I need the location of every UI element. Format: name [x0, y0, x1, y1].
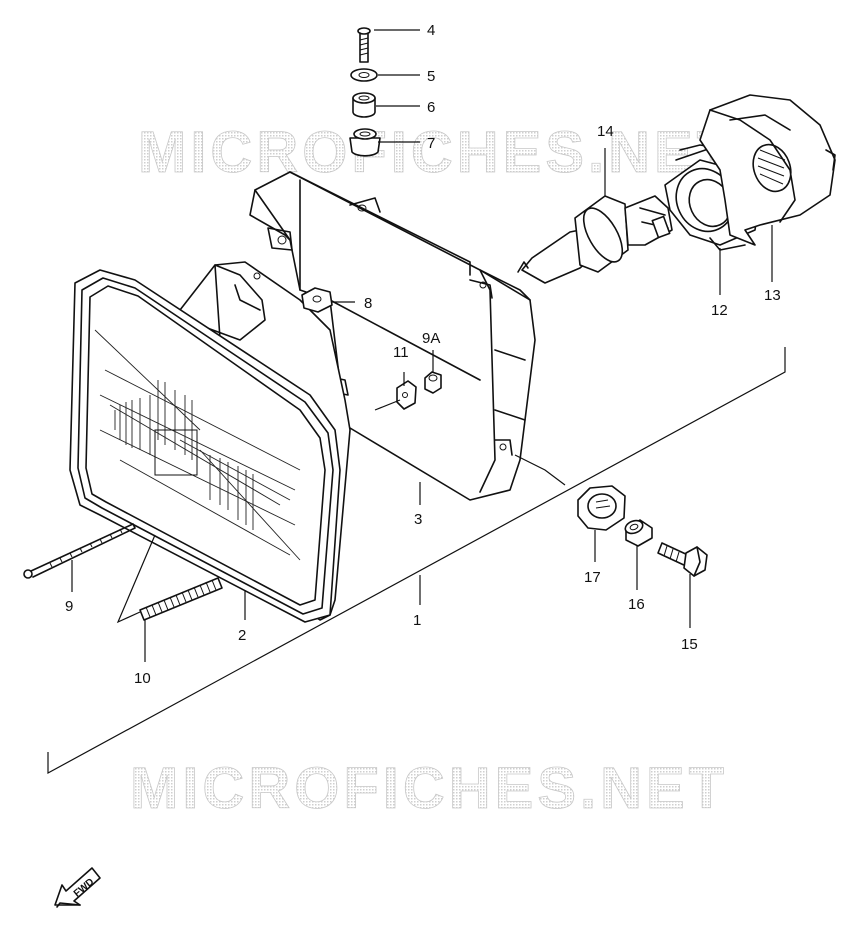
callout-8: 8 — [364, 295, 372, 312]
assembly-bracket — [47, 347, 786, 775]
callout-7: 7 — [427, 135, 435, 152]
callout-3: 3 — [414, 511, 422, 528]
cover-part-13 — [699, 94, 836, 246]
grommet-part-7 — [349, 128, 381, 157]
callout-15: 15 — [681, 636, 698, 653]
adjuster-part-11 — [396, 380, 417, 410]
callout-14: 14 — [597, 123, 614, 140]
spring-part-10 — [139, 577, 223, 621]
lens-pattern — [94, 329, 301, 561]
callout-9: 9 — [65, 598, 73, 615]
bulb-part-14 — [517, 195, 673, 284]
watermark-top: MICROFICHES.NET — [138, 120, 736, 185]
callout-2: 2 — [238, 627, 246, 644]
collar-part-16 — [624, 519, 653, 547]
collar-part-6 — [352, 92, 376, 118]
adjusting-screw-part-9 — [23, 523, 136, 579]
sealed-beam-unit — [69, 261, 351, 623]
mount-rubber-part-17 — [577, 485, 626, 531]
leader-lines — [71, 29, 773, 662]
callout-13: 13 — [764, 287, 781, 304]
headlight-housing — [249, 171, 536, 501]
clip-part-9a — [424, 371, 442, 394]
callouts: 4 5 6 7 14 8 11 9A 12 13 3 17 9 16 1 2 1… — [65, 22, 781, 687]
callout-10: 10 — [134, 670, 151, 687]
callout-6: 6 — [427, 99, 435, 116]
callout-12: 12 — [711, 302, 728, 319]
callout-16: 16 — [628, 596, 645, 613]
callout-4: 4 — [427, 22, 435, 39]
washer-part-5 — [350, 68, 378, 82]
nut-part-8 — [301, 287, 333, 313]
watermark-bottom: MICROFICHES.NET — [130, 756, 728, 821]
callout-5: 5 — [427, 68, 435, 85]
screw-part-4 — [357, 27, 371, 63]
fwd-arrow-icon: FWD — [54, 867, 101, 908]
callout-9a: 9A — [422, 330, 440, 347]
bolt-part-15 — [657, 542, 708, 577]
callout-17: 17 — [584, 569, 601, 586]
callout-1: 1 — [413, 612, 421, 629]
callout-11: 11 — [393, 344, 409, 361]
